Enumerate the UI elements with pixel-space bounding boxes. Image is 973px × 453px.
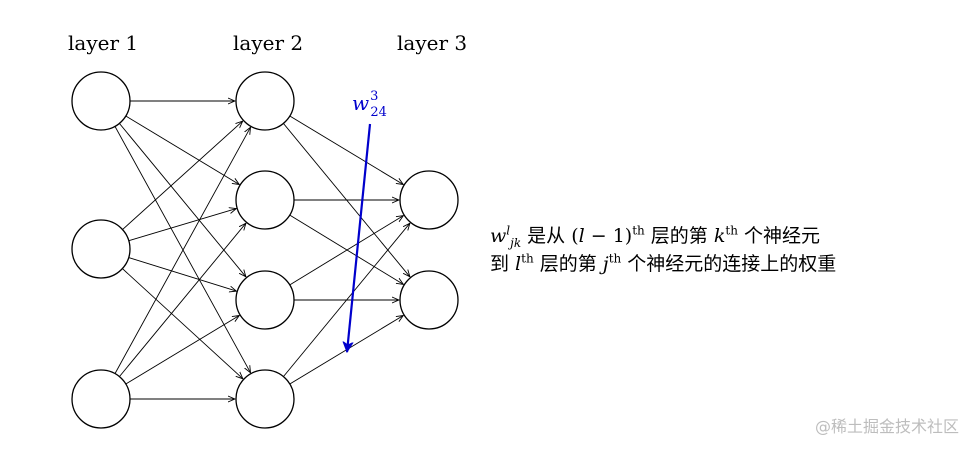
annotation-text-2c: 个神经元的连接上的权重 bbox=[621, 253, 837, 275]
annotation-j: j bbox=[602, 253, 609, 275]
neuron-layer2-1 bbox=[235, 71, 295, 131]
weight-symbol: w bbox=[490, 225, 507, 247]
highlight-weight-sup: 3 bbox=[370, 89, 378, 104]
connection-l2n1-l3n1 bbox=[289, 115, 404, 185]
annotation-text-2b: 层的第 bbox=[533, 253, 603, 275]
neuron-layer2-4 bbox=[235, 369, 295, 429]
connection-l1n2-l2n1 bbox=[122, 121, 243, 230]
highlight-weight-sub: 24 bbox=[370, 105, 387, 120]
weight-annotation: wljk 是从 (l − 1)th 层的第 kth 个神经元 到 lth 层的第… bbox=[490, 222, 836, 278]
annotation-th-1: th bbox=[632, 223, 645, 238]
connection-l1n3-l2n1 bbox=[114, 127, 251, 374]
neurons bbox=[71, 71, 459, 429]
neuron-layer3-1 bbox=[399, 170, 459, 230]
annotation-l-2: l bbox=[515, 253, 522, 275]
highlight-weight-symbol: w bbox=[352, 91, 369, 115]
annotation-l: l bbox=[578, 225, 585, 247]
annotation-k: k bbox=[713, 225, 726, 247]
annotation-text-1b: 层的第 bbox=[644, 225, 714, 247]
layer-label-1: layer 1 bbox=[68, 31, 138, 55]
connection-l1n3-l2n2 bbox=[119, 223, 245, 377]
weight-sub: jk bbox=[510, 235, 522, 250]
highlight-weight-arrow bbox=[347, 123, 372, 352]
layer-label-2: layer 2 bbox=[233, 31, 303, 55]
neuron-layer2-2 bbox=[235, 170, 295, 230]
connection-l1n1-l2n3 bbox=[119, 123, 245, 276]
neuron-layer2-3 bbox=[235, 270, 295, 330]
connection-l2n4-l3n1 bbox=[283, 223, 410, 377]
neuron-layer1-3 bbox=[71, 369, 131, 429]
neuron-layer3-2 bbox=[399, 270, 459, 330]
annotation-line-1: wljk 是从 (l − 1)th 层的第 kth 个神经元 bbox=[490, 222, 836, 250]
connection-l1n2-l2n3 bbox=[128, 257, 237, 292]
neuron-layer1-1 bbox=[71, 71, 131, 131]
connection-l1n2-l2n4 bbox=[122, 268, 242, 379]
connection-l1n3-l2n3 bbox=[125, 316, 240, 385]
annotation-minus-one: − 1) bbox=[584, 225, 633, 247]
annotation-th-2: th bbox=[725, 223, 738, 238]
annotation-line-2: 到 lth 层的第 jth 个神经元的连接上的权重 bbox=[490, 250, 836, 278]
layer-label-3: layer 3 bbox=[397, 31, 467, 55]
annotation-th-4: th bbox=[608, 251, 622, 266]
watermark: @稀土掘金技术社区 bbox=[814, 417, 959, 436]
weight-sup: l bbox=[506, 223, 511, 238]
connection-l1n1-l2n2 bbox=[125, 115, 240, 185]
neuron-layer1-2 bbox=[71, 219, 131, 279]
connection-l2n3-l3n1 bbox=[289, 216, 404, 286]
annotation-text-1c: 个神经元 bbox=[737, 225, 820, 247]
connections bbox=[114, 101, 410, 399]
connection-l1n2-l2n2 bbox=[128, 209, 237, 242]
annotation-text-1a: 是从 bbox=[521, 225, 572, 247]
annotation-th-3: th bbox=[521, 251, 534, 266]
annotation-paren: ( bbox=[571, 225, 579, 247]
annotation-text-2a: 到 bbox=[490, 253, 516, 275]
